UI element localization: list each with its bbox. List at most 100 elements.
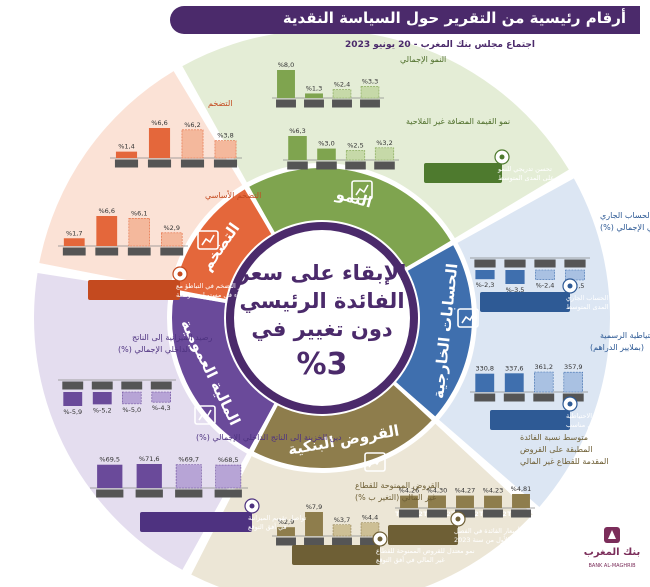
growth-chart2-title: نمو القيمة المضافة غير الفلاحية <box>406 117 510 126</box>
external-chart1-bar-1 <box>505 270 525 284</box>
logo-arabic: بنك المغرب <box>583 547 641 558</box>
growth-chart2-bar-0 <box>288 136 307 160</box>
fiscal-chart1-bar-1 <box>92 392 112 405</box>
credit-chart2-value-2: %3,7 <box>334 516 351 524</box>
header-banner: أرقام رئيسية من التقرير حول السياسة النق… <box>170 6 640 34</box>
credit-note1-text-1: ارتفاع أسعار الفائدة في الفصل <box>454 526 538 535</box>
fiscal-chart1-value-3: %-4,3 <box>152 404 171 412</box>
inflation-note-text-1: سيستمر التضخم في التباطؤ مع <box>176 282 260 290</box>
credit-chart1-xtick-0 <box>399 509 419 518</box>
inflation-chart2-bar-0 <box>63 238 85 246</box>
fiscal-chart1: %-5,92021%-5,22022%-5,02023%-4,32024 <box>58 379 176 416</box>
external-chart1-xtick-1 <box>504 259 526 268</box>
inflation-note-text-2: البقاء في مستويات مرتفعة <box>176 291 248 299</box>
inflation-chart2-xtick-0 <box>62 247 86 256</box>
external-chart2-title-b: (بملايير الدراهم) <box>590 343 644 352</box>
bank-logo: بنك المغرب BANK AL-MAGHRIB <box>582 525 642 585</box>
inflation-chart2-bar-1 <box>96 216 118 246</box>
credit-chart1-value-2: %4,27 <box>455 487 476 495</box>
credit-chart2-bar-1 <box>305 512 323 536</box>
fiscal-chart1-bar-0 <box>63 392 83 406</box>
growth-chart2-xtick-2 <box>345 161 366 170</box>
external-chart2-value-3: 357,9 <box>564 363 583 371</box>
credit-chart2-xtick-2 <box>332 537 352 546</box>
fiscal-chart2: %69,52021%71,62022%69,72023%68,52024 <box>90 455 248 498</box>
inflation-chart1-xtick-0 <box>114 159 139 168</box>
inflation-chart2-value-3: %2,9 <box>163 224 180 232</box>
fiscal-chart2-bar-3 <box>215 464 242 489</box>
fiscal-chart2-bar-1 <box>136 464 162 488</box>
credit-chart1-title-b: المطبقة على القروض <box>520 445 592 454</box>
external-chart1-title-b: إلى الناتج الداخلي الإجمالي (%) <box>600 223 650 233</box>
inflation-chart1-title: التضخم <box>208 99 233 108</box>
credit-chart2-xtick-0 <box>276 537 296 546</box>
growth-note-text-1: تحسن تدريجي للنمو <box>497 165 552 173</box>
inflation-chart1-value-2: %6,2 <box>184 121 201 129</box>
credit-chart1-value-1: %4,30 <box>427 486 448 494</box>
growth-ring <box>249 167 451 268</box>
credit-chart1-bar-3 <box>484 495 502 508</box>
fiscal-divider <box>183 400 280 577</box>
inflation-chart2: %1,72021%6,62022%6,12023%2,92024 <box>58 207 188 256</box>
external-note1-text-1: إنخفاض عجز الحساب الجاري <box>566 294 645 302</box>
growth-chart1-bar-2 <box>332 89 352 99</box>
external-chart1-xtick-0 <box>474 259 496 268</box>
growth-note-text-2: على المدى المتوسط <box>498 174 554 182</box>
credit-chart1-bar-2 <box>456 495 474 508</box>
growth-chart1-value-0: %8,0 <box>278 61 295 69</box>
external-chart2-bar-1 <box>504 373 524 392</box>
growth-chart-icon <box>351 180 373 200</box>
growth-chart1-xtick-1 <box>304 99 324 108</box>
fiscal-chart2-bar-2 <box>175 464 202 489</box>
external-chart2-bar-0 <box>475 373 495 392</box>
external-chart1-title-a: رصيد الحساب الجاري <box>600 211 650 220</box>
page-title: أرقام رئيسية من التقرير حول السياسة النق… <box>282 9 626 27</box>
external-chart2-xtick-2 <box>533 393 555 402</box>
inflation-chart2-title: التضخم الأساسي <box>205 190 261 200</box>
external-chart2-xtick-0 <box>474 393 496 402</box>
inflation-chart1-bar-0 <box>115 151 138 158</box>
credit-note1-text-2: الأول من سنة 2023 <box>454 535 510 544</box>
credit-chart2-title-a: القروض الممنوحة للقطاع <box>355 481 439 490</box>
credit-chart1-title-a: متوسط نسبة الفائدة <box>520 433 588 442</box>
credit-chart2-xtick-1 <box>304 537 324 546</box>
external-chart1-bar-0 <box>475 270 495 280</box>
credit-chart1-xtick-2 <box>455 509 475 518</box>
fiscal-chart2-xtick-1 <box>135 489 163 498</box>
external-note1-box <box>480 292 570 312</box>
credit-chart1-value-4: %4,81 <box>511 485 532 493</box>
credit-chart1-value-3: %4,23 <box>483 487 504 495</box>
external-note2-text-1: ثبات الأصول الاحتياطية <box>566 411 627 420</box>
growth-chart1-value-2: %2,4 <box>334 81 351 89</box>
fiscal-note-text-1: تواصل تقويم الميزانية <box>248 514 306 522</box>
growth-chart1-bar-3 <box>360 86 380 99</box>
fiscal-chart2-title: دين الخزينة إلى الناتج الداخلي الإجمالي … <box>196 433 342 443</box>
external-chart1-xtick-2 <box>534 259 556 268</box>
bank-building-icon <box>364 452 386 472</box>
growth-chart1-value-1: %1,3 <box>306 84 323 92</box>
fiscal-chart1-value-0: %-5,9 <box>63 408 82 416</box>
growth-chart2-xtick-1 <box>316 161 337 170</box>
inflation-chart1-bar-3 <box>214 140 237 159</box>
credit-chart2-bar-3 <box>360 522 380 537</box>
growth-chart1-xtick-0 <box>276 99 296 108</box>
external-chart1-value-2: %-2,4 <box>536 282 555 290</box>
external-chart2-title-a: الأصول الاحتياطية الرسمية <box>600 330 650 340</box>
growth-chart1-value-3: %3,3 <box>362 77 379 85</box>
external-chart1-value-1: %-3,5 <box>506 286 525 294</box>
fiscal-chart2-value-2: %69,7 <box>178 456 199 464</box>
fiscal-chart1-title-a: رصيد الميزانية إلى الناتج <box>132 333 213 343</box>
credit-note2-text-1: نمو معتدل للقروض الممنوحة للقطاع <box>376 547 475 555</box>
growth-chart1-bar-0 <box>277 70 295 98</box>
inflation-ring <box>174 189 272 300</box>
inflation-note-box <box>88 280 180 300</box>
bank-emblem-icon <box>604 527 620 543</box>
credit-chart2: %2,92021%7,92022%3,72023%4,42024 <box>272 503 384 546</box>
fiscal-note-box <box>140 512 252 532</box>
